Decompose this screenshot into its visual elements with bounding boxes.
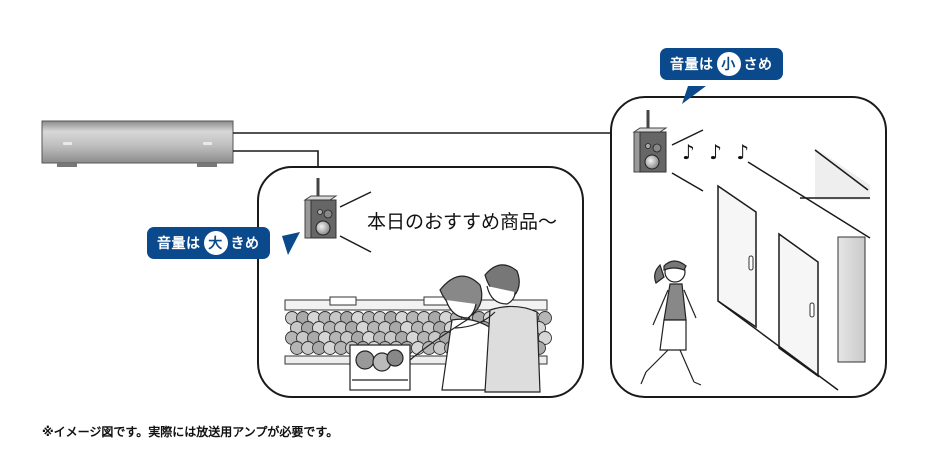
volume-badge-loud: 音量は 大 きめ	[147, 227, 270, 259]
footnote: ※イメージ図です。実際には放送用アンプが必要です。	[42, 425, 339, 439]
announcement-text: 本日のおすすめ商品〜	[367, 211, 558, 233]
sound-line	[671, 129, 704, 146]
zone-sales-floor	[257, 166, 584, 398]
sound-line	[339, 191, 372, 208]
speaker-icon	[632, 110, 668, 173]
cable-to-sales-floor	[233, 150, 319, 167]
amplifier-unit	[41, 120, 234, 167]
badge-circled-char: 大	[203, 231, 228, 255]
badge-tail	[282, 232, 300, 255]
badge-suffix: さめ	[743, 57, 773, 73]
speaker-cables	[233, 132, 611, 167]
corridor-wall-end	[837, 236, 866, 363]
walking-woman-illustration	[640, 260, 702, 386]
zone-corridor	[610, 96, 887, 398]
music-notes: ♪ ♪ ♪	[682, 140, 754, 164]
badge-tail	[682, 86, 706, 104]
badge-prefix: 音量は	[157, 236, 201, 252]
badge-prefix: 音量は	[670, 57, 714, 73]
volume-badge-quiet: 音量は 小 さめ	[660, 48, 783, 80]
sound-line	[671, 172, 704, 192]
sound-line	[339, 235, 372, 253]
badge-suffix: きめ	[230, 236, 260, 252]
amp-indicator-right	[203, 142, 212, 145]
shoppers-illustration	[349, 264, 541, 393]
badge-circled-char: 小	[716, 52, 741, 76]
door	[717, 184, 757, 329]
amp-indicator-left	[63, 142, 72, 145]
speaker-icon	[303, 178, 338, 239]
